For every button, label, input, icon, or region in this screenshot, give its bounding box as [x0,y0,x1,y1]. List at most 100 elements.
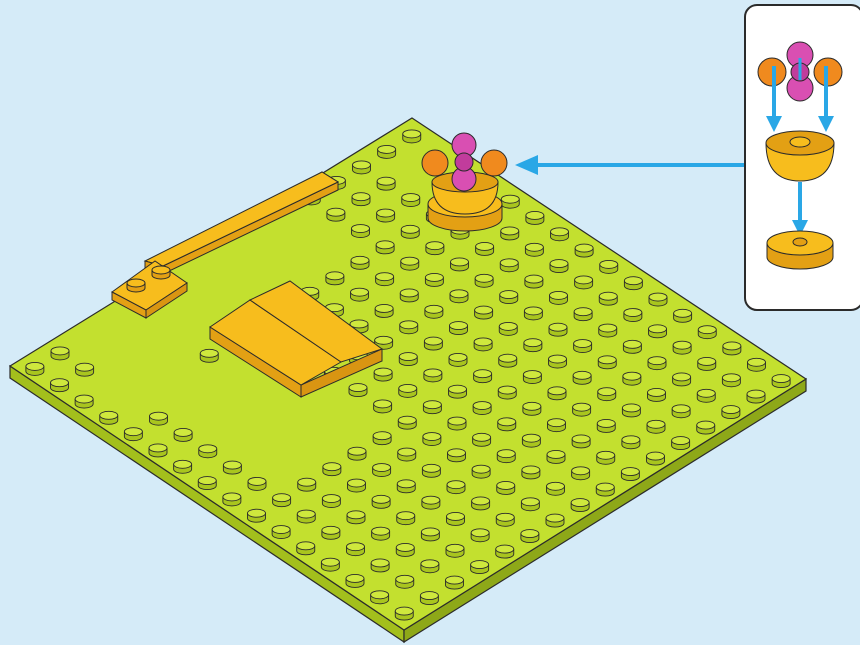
plate-stud [152,266,170,279]
baseplate-stud [373,464,391,477]
baseplate-stud [698,326,716,339]
baseplate-stud [649,293,667,306]
baseplate-stud [348,479,366,492]
baseplate-stud [573,403,591,416]
baseplate-stud [223,461,241,474]
baseplate-stud [572,435,590,448]
baseplate-stud [378,145,396,158]
baseplate-stud [522,434,540,447]
baseplate-stud [698,357,716,370]
baseplate-stud [199,445,217,458]
baseplate-stud [496,513,514,526]
baseplate-stud [397,512,415,525]
baseplate-stud [124,428,142,441]
baseplate-stud [327,208,345,221]
baseplate-stud [599,292,617,305]
flower-petal-orange [481,150,507,176]
baseplate-stud [397,480,415,493]
baseplate-stud [572,467,590,480]
baseplate-stud [500,259,518,272]
callout-round-tile-base [767,231,833,269]
flower-petal-orange [422,150,448,176]
baseplate-stud [697,389,715,402]
baseplate-stud [273,494,291,507]
baseplate-stud [297,542,315,555]
baseplate-stud [396,575,414,588]
baseplate-stud [322,495,340,508]
baseplate-stud [623,372,641,385]
baseplate-stud [472,497,490,510]
baseplate-stud [423,433,441,446]
baseplate-stud [424,369,442,382]
baseplate-stud [374,368,392,381]
baseplate-stud [346,574,364,587]
baseplate-stud [423,401,441,414]
baseplate-stud [399,353,417,366]
baseplate-stud [722,406,740,419]
baseplate-stud [471,561,489,574]
baseplate-stud [298,478,316,491]
baseplate-stud [648,388,666,401]
baseplate-stud [522,466,540,479]
baseplate-stud [272,526,290,539]
baseplate-stud [548,419,566,432]
baseplate-stud [326,272,344,285]
baseplate-stud [353,161,371,174]
baseplate-stud [401,225,419,238]
baseplate-stud [525,243,543,256]
baseplate-stud [420,592,438,605]
baseplate-stud [352,193,370,206]
baseplate-stud [371,559,389,572]
baseplate-stud [547,482,565,495]
baseplate-stud [672,405,690,418]
baseplate-stud [425,305,443,318]
baseplate-stud [449,353,467,366]
baseplate-stud [475,274,493,287]
baseplate-stud [473,402,491,415]
baseplate-stud [521,530,539,543]
baseplate-stud [347,543,365,556]
baseplate-stud [375,304,393,317]
baseplate-stud [174,428,192,441]
baseplate-stud [624,277,642,290]
baseplate-stud [351,288,369,301]
baseplate-stud [498,386,516,399]
baseplate-stud [446,544,464,557]
baseplate-stud [521,498,539,511]
baseplate-stud [550,291,568,304]
baseplate-stud [596,483,614,496]
baseplate-stud [573,371,591,384]
callout-dome-brick [766,131,834,181]
baseplate-stud [597,451,615,464]
baseplate-stud [524,339,542,352]
baseplate-stud [400,289,418,302]
baseplate-stud [51,379,69,392]
baseplate-stud [599,324,617,337]
baseplate-stud [622,404,640,417]
baseplate-stud [421,560,439,573]
baseplate-stud [622,436,640,449]
baseplate-stud [323,463,341,476]
assembly-callout [745,5,860,310]
baseplate-stud [76,363,94,376]
baseplate-stud [648,357,666,370]
baseplate-stud [223,493,241,506]
baseplate-stud [376,273,394,286]
baseplate-stud [623,340,641,353]
baseplate-stud [647,420,665,433]
baseplate-stud [400,321,418,334]
baseplate-stud [373,432,391,445]
baseplate-stud [547,450,565,463]
baseplate-stud [598,388,616,401]
baseplate-stud [621,468,639,481]
baseplate-stud [398,448,416,461]
baseplate-stud [348,447,366,460]
baseplate-stud [403,130,421,143]
baseplate-stud [26,362,44,375]
baseplate-stud [598,356,616,369]
baseplate-stud [421,528,439,541]
baseplate-stud [474,338,492,351]
baseplate-stud [476,242,494,255]
baseplate-stud [321,558,339,571]
baseplate-stud [674,309,692,322]
